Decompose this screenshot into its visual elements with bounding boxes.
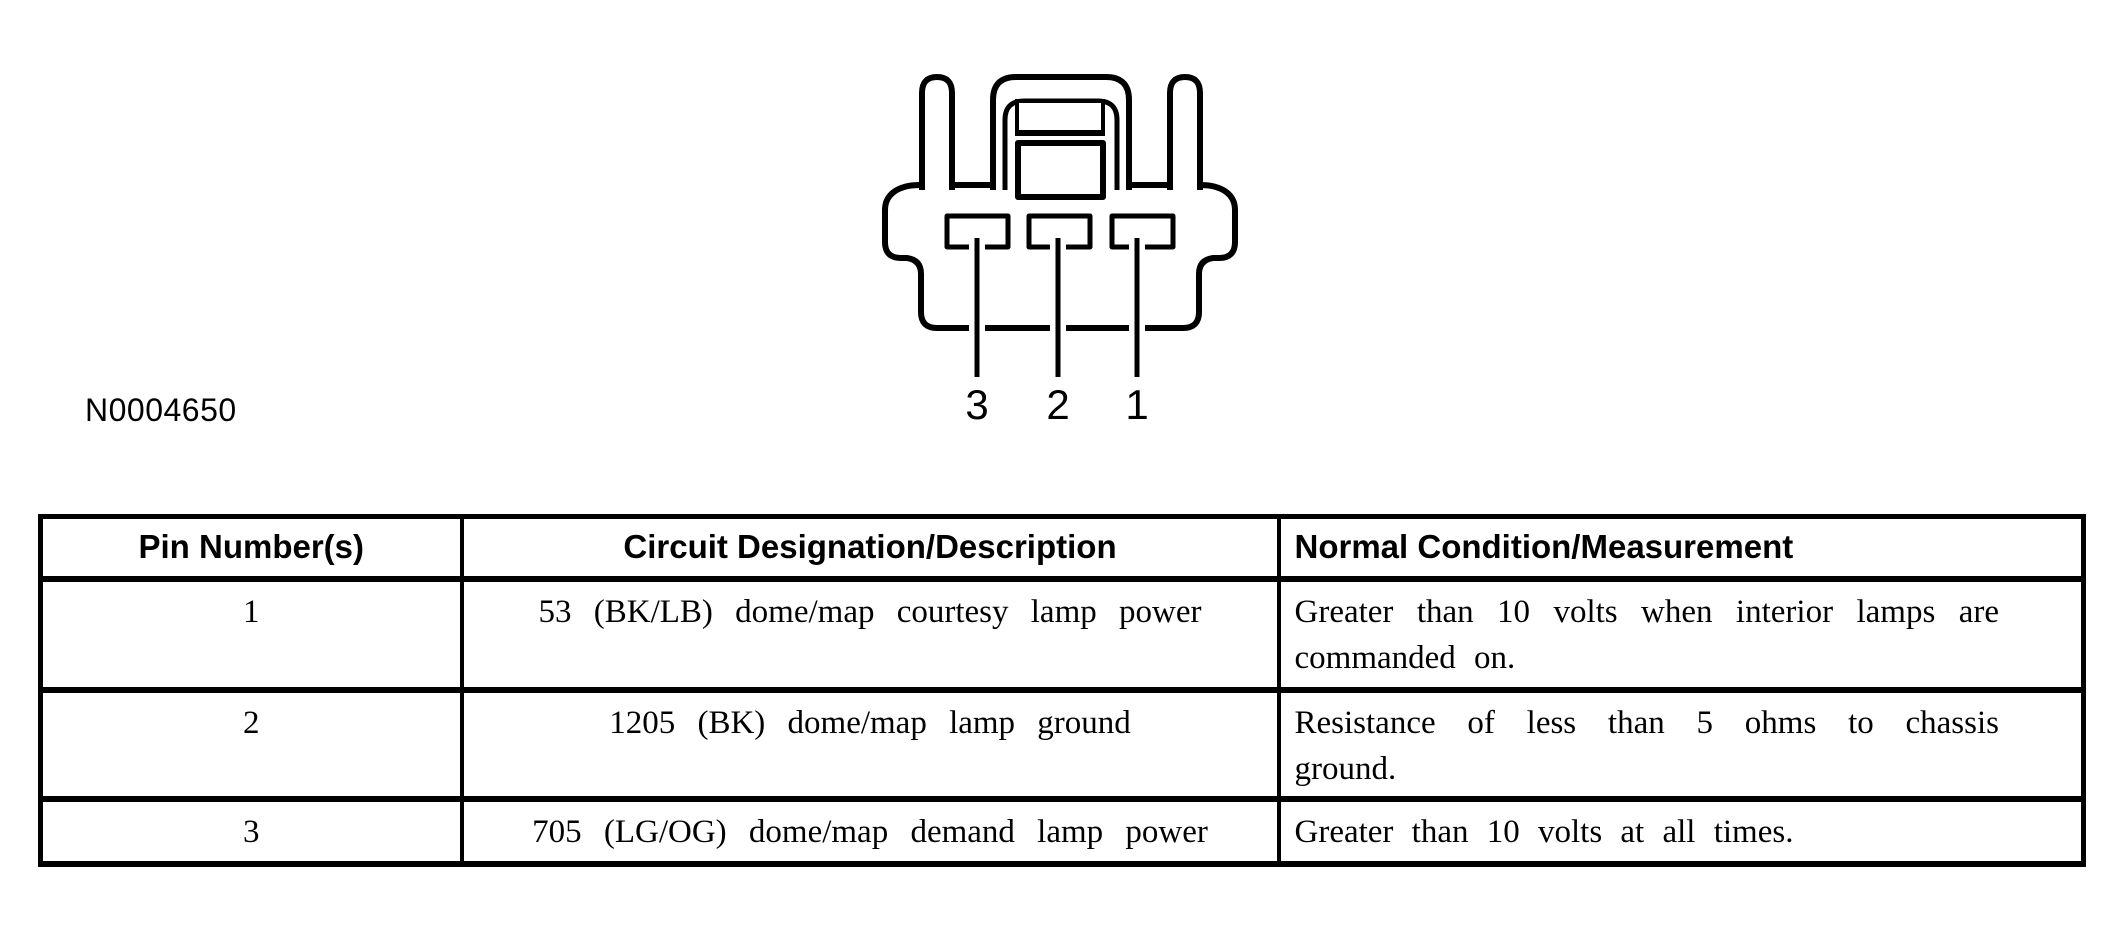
pin-label-2: 2 xyxy=(1046,381,1069,428)
figure-id-label: N0004650 xyxy=(85,392,237,428)
circuit-cell: 53 (BK/LB) dome/map courtesy lamp power xyxy=(459,575,1281,693)
connector-keyway xyxy=(1015,140,1106,200)
table-row: 3 705 (LG/OG) dome/map demand lamp power… xyxy=(38,795,2086,867)
condition-cell: Greater than 10 volts when interior lamp… xyxy=(1276,575,2086,693)
connector-diagram: 3 2 1 xyxy=(882,74,1238,428)
table-row: 2 1205 (BK) dome/map lamp ground Resista… xyxy=(38,686,2086,802)
circuit-cell: 705 (LG/OG) dome/map demand lamp power xyxy=(459,795,1281,867)
table-header-row: Pin Number(s) Circuit Designation/Descri… xyxy=(38,514,2086,582)
pin-number-cell: 2 xyxy=(38,686,464,802)
header-pin-numbers: Pin Number(s) xyxy=(38,514,464,582)
condition-cell: Resistance of less than 5 ohms to chassi… xyxy=(1276,686,2086,802)
pin-label-3: 3 xyxy=(965,381,988,428)
pin-number-cell: 3 xyxy=(38,795,464,867)
connector-left-prong xyxy=(919,74,955,190)
pinout-table: Pin Number(s) Circuit Designation/Descri… xyxy=(38,514,2086,867)
pin-number-cell: 1 xyxy=(38,575,464,693)
header-normal-condition: Normal Condition/Measurement xyxy=(1276,514,2086,582)
table-row: 1 53 (BK/LB) dome/map courtesy lamp powe… xyxy=(38,575,2086,693)
connector-right-prong xyxy=(1167,74,1203,190)
condition-cell: Greater than 10 volts at all times. xyxy=(1276,795,2086,867)
pin-label-1: 1 xyxy=(1125,381,1148,428)
header-circuit-designation: Circuit Designation/Description xyxy=(459,514,1281,582)
circuit-cell: 1205 (BK) dome/map lamp ground xyxy=(459,686,1281,802)
connector-latch-window xyxy=(1015,99,1105,135)
